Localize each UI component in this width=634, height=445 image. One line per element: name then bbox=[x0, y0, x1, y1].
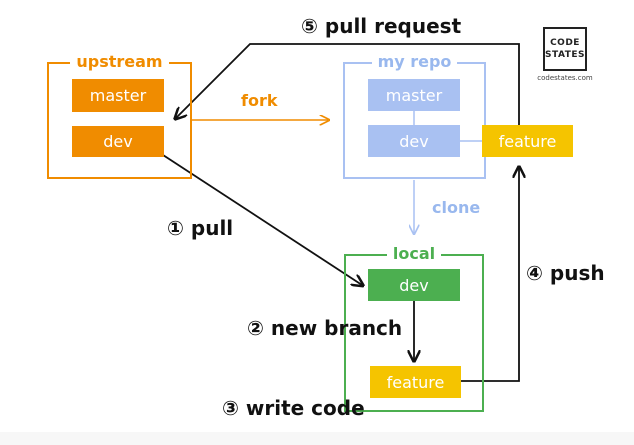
pull-request-label: ⑤ pull request bbox=[301, 14, 462, 38]
logo-line1: CODE bbox=[550, 38, 580, 48]
bottom-strip bbox=[0, 432, 634, 445]
upstream-group: upstream bbox=[47, 52, 192, 179]
new-branch-label: ② new branch bbox=[247, 316, 403, 340]
myrepo-dev-node: dev bbox=[368, 125, 460, 157]
local-dev-node: dev bbox=[368, 269, 460, 301]
local-group: local bbox=[344, 244, 484, 412]
myrepo-master-node: master bbox=[368, 79, 460, 111]
pull-arrow bbox=[162, 154, 362, 285]
logo-line2: STATES bbox=[545, 50, 585, 60]
fork-label: fork bbox=[241, 91, 278, 110]
upstream-title: upstream bbox=[70, 52, 169, 71]
logo-url: codestates.com bbox=[537, 74, 593, 82]
write-code-label: ③ write code bbox=[222, 396, 365, 420]
clone-label: clone bbox=[432, 198, 481, 217]
push-arrow bbox=[461, 168, 519, 382]
upstream-master-node: master bbox=[72, 79, 164, 112]
push-label: ④ push bbox=[526, 261, 605, 285]
codestates-logo: CODE STATES bbox=[543, 27, 587, 71]
pull-label: ① pull bbox=[167, 216, 234, 240]
myrepo-feature-node: feature bbox=[482, 125, 573, 157]
upstream-dev-node: dev bbox=[72, 126, 164, 157]
local-title: local bbox=[386, 244, 442, 263]
myrepo-group: my repo bbox=[343, 52, 486, 179]
local-feature-node: feature bbox=[370, 366, 461, 398]
myrepo-title: my repo bbox=[371, 52, 458, 71]
pull-request-arrow bbox=[176, 43, 520, 125]
